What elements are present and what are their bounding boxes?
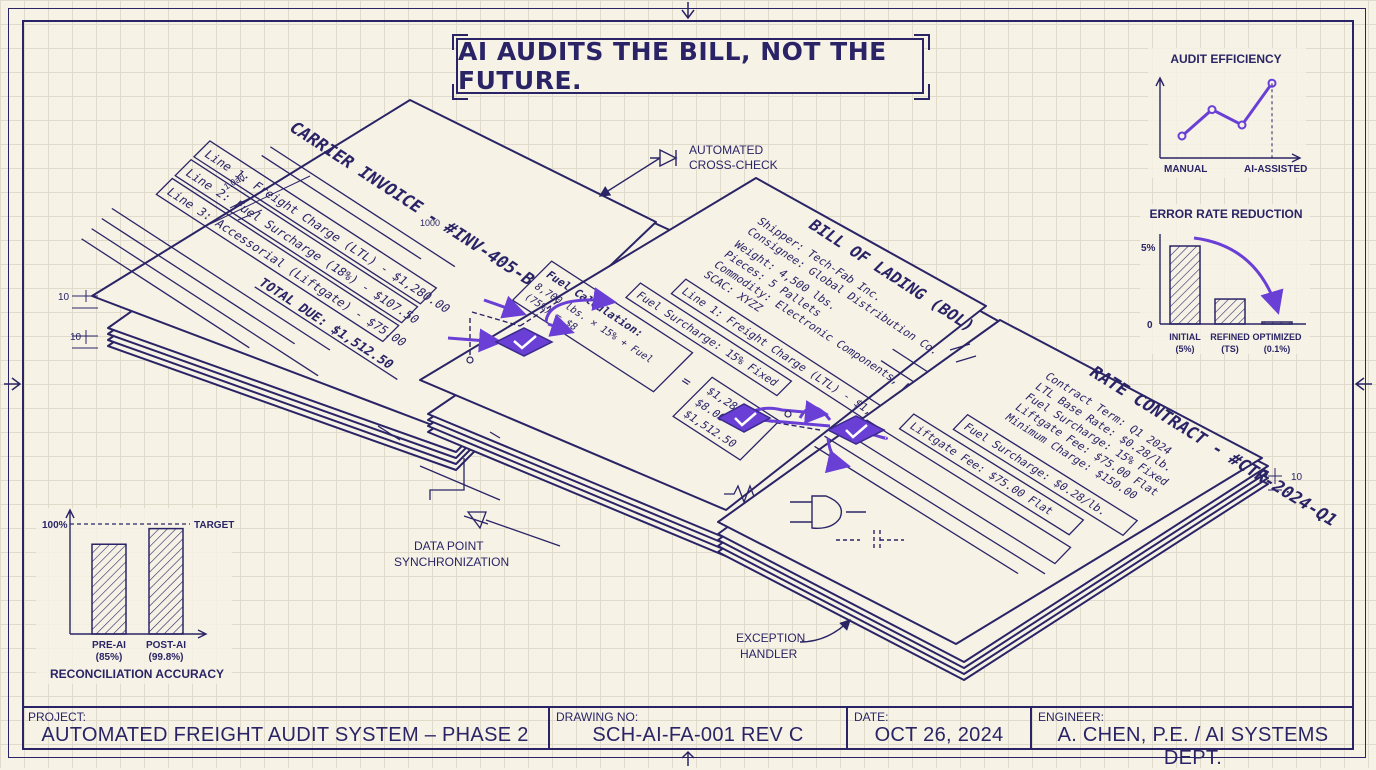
cross-check-line-2: CROSS-CHECK xyxy=(689,158,778,172)
headline: AI AUDITS THE BILL, NOT THE FUTURE. xyxy=(458,37,887,95)
exception-line-1: EXCEPTION xyxy=(736,631,805,645)
tb-project: PROJECT: AUTOMATED FREIGHT AUDIT SYSTEM … xyxy=(22,708,550,750)
error-bar-2 xyxy=(1261,321,1293,325)
recon-bar-sub-0: (85%) xyxy=(96,652,123,663)
invoice-dim-mid: 1000 xyxy=(420,218,440,228)
error-bar-label-2: OPTIMIZED xyxy=(1253,332,1302,342)
exception-line-2: HANDLER xyxy=(740,647,798,661)
error-bar-0 xyxy=(1169,245,1201,325)
efficiency-line xyxy=(1177,78,1277,158)
recon-bar-label-0: PRE-AI xyxy=(92,640,126,651)
check-node-1 xyxy=(494,327,554,357)
recon-title: RECONCILIATION ACCURACY xyxy=(50,667,224,681)
tb-engineer: ENGINEER: A. CHEN, P.E. / AI SYSTEMS DEP… xyxy=(1032,708,1354,769)
efficiency-title: AUDIT EFFICIENCY xyxy=(1170,52,1281,66)
headline-corner-tr xyxy=(914,34,930,50)
headline-corner-bl xyxy=(452,84,468,100)
check-node-2 xyxy=(716,403,772,433)
error-rate-bars: INITIAL (5%) REFINED (TS) OPTIMIZED (0.1%) xyxy=(1169,245,1302,354)
dim-10-a: 10 xyxy=(58,292,70,303)
callout-exception: EXCEPTION HANDLER xyxy=(736,619,851,661)
verification-flow xyxy=(447,287,888,474)
error-bar-sub-1: (TS) xyxy=(1221,344,1239,354)
tb-drawing-value: SCH-AI-FA-001 REV C xyxy=(592,724,804,746)
error-bar-1 xyxy=(1214,298,1246,325)
reconciliation-chart: 100% TARGET PRE-AI(85%) POST-AI(99.8%) RE… xyxy=(36,508,234,684)
error-bar-label-0: INITIAL xyxy=(1169,332,1201,342)
tb-drawing-label: DRAWING NO: xyxy=(556,710,639,724)
dim-10-b: 10 xyxy=(70,332,82,343)
dimension-marks xyxy=(72,290,1282,491)
dim-10-c: 10 xyxy=(1291,472,1303,483)
error-bar-sub-2: (0.1%) xyxy=(1264,344,1291,354)
tb-engineer-value: A. CHEN, P.E. / AI SYSTEMS DEPT. xyxy=(1057,724,1329,769)
tb-engineer-label: ENGINEER: xyxy=(1038,710,1105,724)
error-rate-chart: ERROR RATE REDUCTION 5% 0 INITIAL (5%) REF… xyxy=(1140,204,1310,354)
efficiency-point-2 xyxy=(1237,120,1247,130)
sync-line-2: SYNCHRONIZATION xyxy=(394,555,509,569)
efficiency-point-0 xyxy=(1177,131,1187,141)
callout-sync: DATA POINT SYNCHRONIZATION xyxy=(394,458,561,569)
headline-box: AI AUDITS THE BILL, NOT THE FUTURE. xyxy=(456,37,924,95)
recon-bar-1 xyxy=(148,527,184,635)
efficiency-point-1 xyxy=(1207,105,1217,115)
recon-bar-0 xyxy=(91,543,127,635)
outer-frame xyxy=(8,8,1366,758)
drawing-border xyxy=(22,20,1354,750)
tb-date-value: OCT 26, 2024 xyxy=(874,724,1004,746)
title-block: PROJECT: AUTOMATED FREIGHT AUDIT SYSTEM … xyxy=(22,706,1354,769)
reconciliation-bars: PRE-AI(85%) POST-AI(99.8%) xyxy=(91,527,186,663)
efficiency-x-left: MANUAL xyxy=(1164,164,1207,175)
tb-date: DATE: OCT 26, 2024 xyxy=(848,708,1032,750)
audit-efficiency-chart: AUDIT EFFICIENCY MANUAL AI-ASSISTED xyxy=(1148,48,1307,178)
sync-line-1: DATA POINT xyxy=(414,539,484,553)
efficiency-x-right: AI-ASSISTED xyxy=(1244,164,1307,175)
error-bar-label-1: REFINED xyxy=(1210,332,1250,342)
tb-project-value: AUTOMATED FREIGHT AUDIT SYSTEM – PHASE 2 xyxy=(41,724,529,746)
check-node-3 xyxy=(826,415,886,445)
error-bar-sub-0: (5%) xyxy=(1175,344,1194,354)
recon-bar-sub-1: (99.8%) xyxy=(148,652,183,663)
tb-project-label: PROJECT: xyxy=(28,710,87,724)
recon-target: TARGET xyxy=(194,520,234,531)
headline-corner-br xyxy=(914,84,930,100)
error-rate-y-zero: 0 xyxy=(1147,320,1153,331)
cross-check-line-1: AUTOMATED xyxy=(689,143,764,157)
error-rate-title: ERROR RATE REDUCTION xyxy=(1149,207,1302,221)
efficiency-series xyxy=(1181,82,1274,138)
recon-y-label: 100% xyxy=(42,520,68,531)
error-rate-y-top: 5% xyxy=(1141,243,1156,254)
frame-ticks xyxy=(4,2,1372,766)
recon-bar-label-1: POST-AI xyxy=(146,640,186,651)
callout-cross-check: AUTOMATED CROSS-CHECK xyxy=(598,143,778,197)
tb-date-label: DATE: xyxy=(854,710,889,724)
tb-drawing: DRAWING NO: SCH-AI-FA-001 REV C xyxy=(550,708,848,750)
headline-corner-tl xyxy=(452,34,468,50)
